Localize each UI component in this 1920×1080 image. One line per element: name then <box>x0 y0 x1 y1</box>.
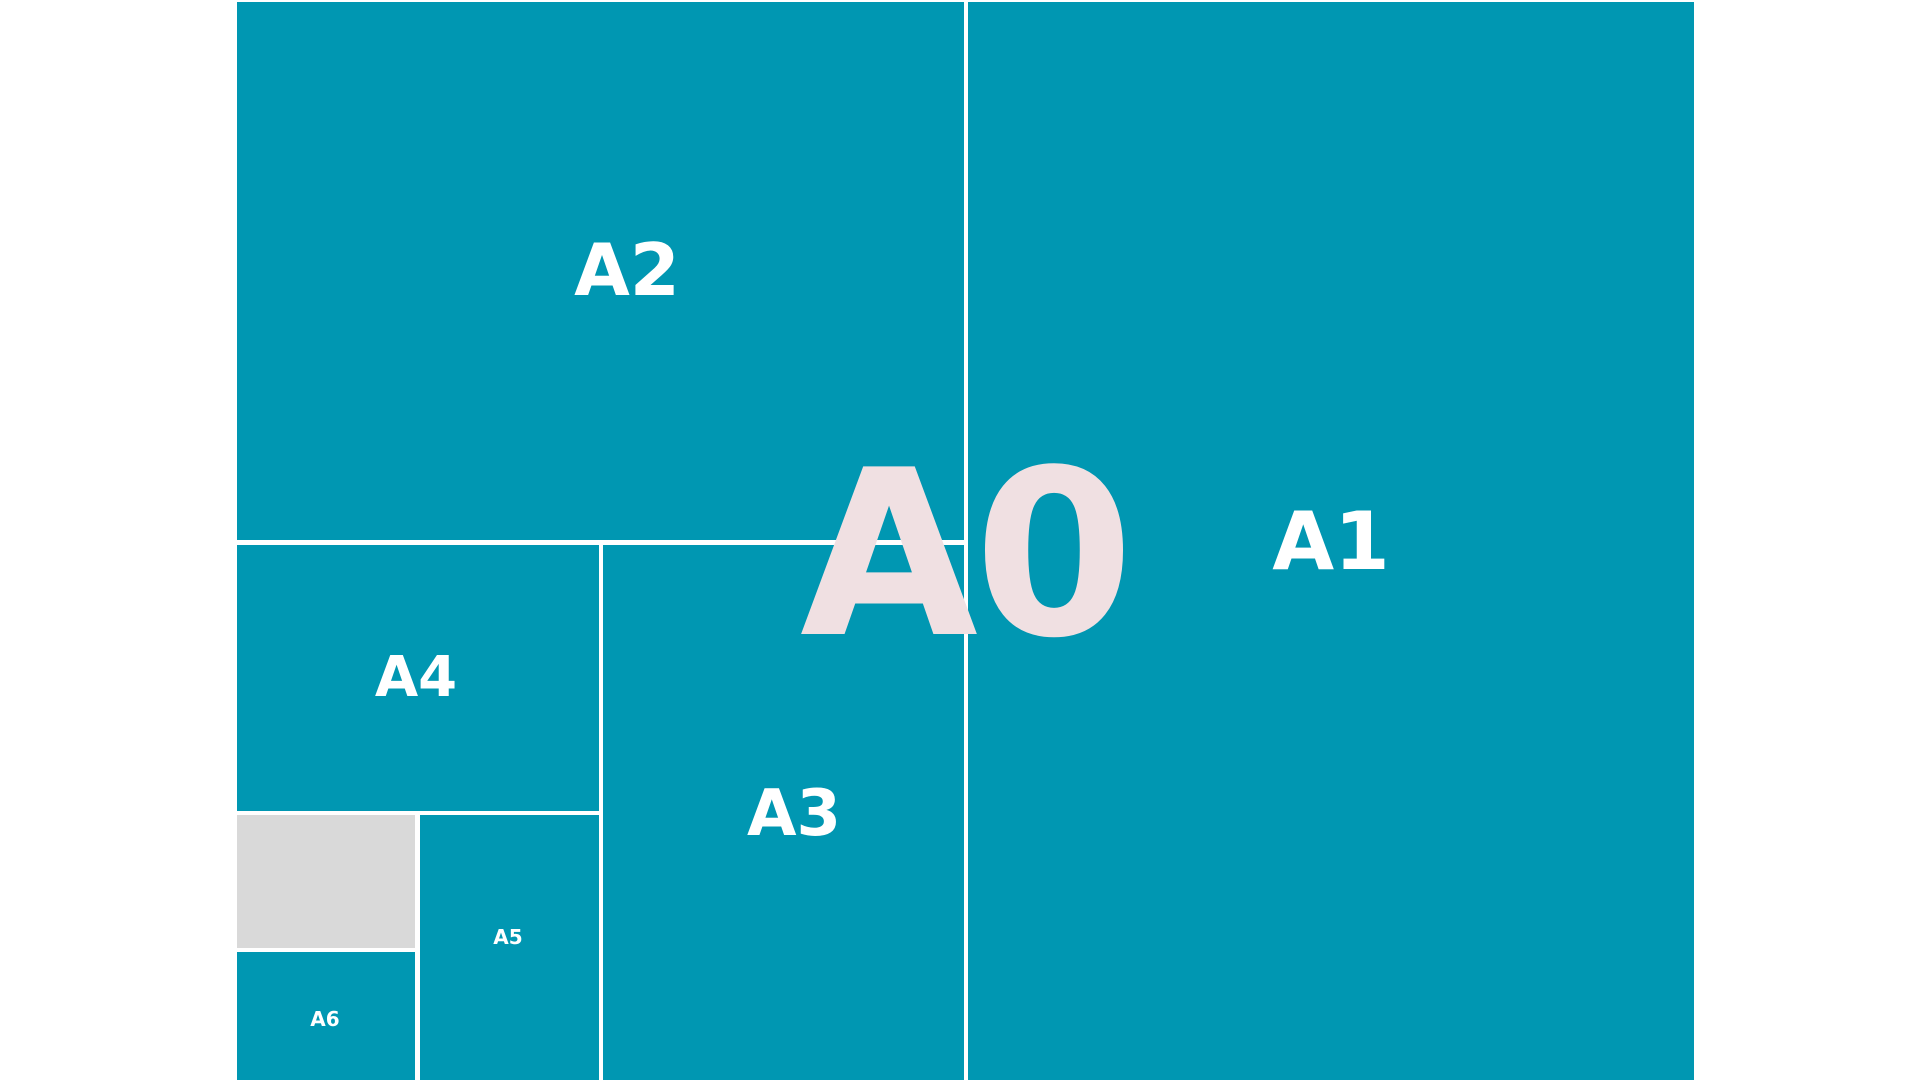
sheet-a3 <box>603 545 964 1080</box>
label-a6: A6 <box>310 1007 340 1031</box>
sheet-a6 <box>237 952 415 1080</box>
sheet-a4 <box>237 545 599 811</box>
sheet-a5 <box>420 815 599 1080</box>
empty-cell <box>237 815 415 948</box>
sheet-a1 <box>968 2 1694 1080</box>
label-a5: A5 <box>493 925 523 949</box>
label-a4: A4 <box>374 645 458 710</box>
label-a0: A0 <box>799 422 1134 689</box>
label-a1: A1 <box>1272 495 1390 588</box>
label-a3: A3 <box>746 777 842 851</box>
label-a2: A2 <box>574 228 680 312</box>
sheet-a2 <box>237 2 964 540</box>
